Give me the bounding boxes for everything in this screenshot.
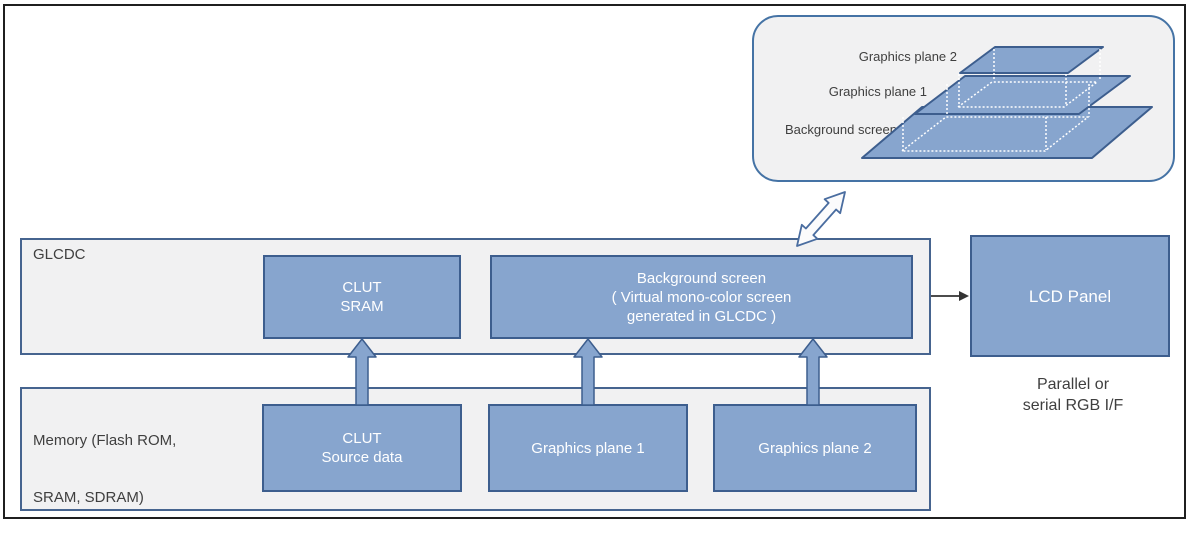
plane-stack-inset — [752, 15, 1175, 182]
lcd-panel-label: LCD Panel — [1028, 286, 1112, 306]
background-screen-line3: generated in GLCDC ) — [626, 307, 777, 325]
graphics-plane-1-box: Graphics plane 1 — [488, 404, 688, 492]
clut-sram-line1: CLUT — [342, 279, 382, 296]
clut-sram-line2: SRAM — [340, 298, 384, 315]
memory-label-line1: Memory (Flash ROM, — [33, 432, 177, 449]
glcdc-label: GLCDC — [33, 246, 86, 263]
plane-stack-label-graphics-plane-1: Graphics plane 1 — [828, 84, 927, 99]
memory-label-line2: SRAM, SDRAM) — [33, 489, 144, 506]
clut-source-data-box: CLUT Source data — [262, 404, 462, 492]
background-screen-box: Background screen ( Virtual mono-color s… — [490, 255, 913, 339]
graphics-plane-2-label: Graphics plane 2 — [758, 439, 872, 457]
memory-label: Memory (Flash ROM, SRAM, SDRAM) — [33, 393, 176, 533]
plane-stack-label-background-screen: Background screen — [784, 122, 897, 137]
background-screen-line1: Background screen — [636, 269, 767, 287]
clut-source-line1: CLUT — [342, 430, 382, 447]
interface-note-line1: Parallel or — [1036, 376, 1110, 393]
clut-sram-box: CLUT SRAM — [263, 255, 461, 339]
graphics-plane-2-box: Graphics plane 2 — [713, 404, 917, 492]
plane-stack-label-graphics-plane-2: Graphics plane 2 — [858, 49, 957, 64]
interface-note: Parallel or serial RGB I/F — [985, 374, 1161, 416]
graphics-plane-1-label: Graphics plane 1 — [531, 439, 645, 457]
lcd-panel-box: LCD Panel — [970, 235, 1170, 357]
interface-note-line2: serial RGB I/F — [1022, 397, 1124, 414]
background-screen-line2: ( Virtual mono-color screen — [611, 288, 792, 306]
clut-source-line2: Source data — [321, 449, 403, 466]
